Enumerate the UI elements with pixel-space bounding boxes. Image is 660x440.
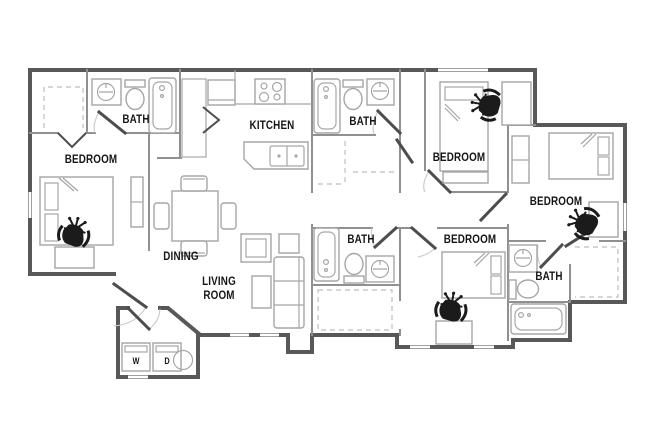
closet-hall-a <box>318 141 346 185</box>
window-icon <box>474 344 494 350</box>
bath-bottom-right-fixtures <box>508 244 567 335</box>
sink-icon <box>91 78 122 106</box>
room-label-bath-top-middle: BATH <box>349 114 377 129</box>
washer-label: W <box>132 355 140 366</box>
water-heater-icon <box>172 349 194 371</box>
bath-top-left-fixtures <box>91 77 177 134</box>
room-label-bath-top-left: BATH <box>122 112 150 127</box>
pantry-bifold-door-icon <box>202 106 221 134</box>
armchair-icon <box>240 233 272 263</box>
bedroom-top-right-furniture <box>439 81 532 184</box>
dining-table-icon <box>153 175 237 257</box>
side-table-icon <box>278 233 300 254</box>
sink-icon <box>366 78 395 106</box>
room-label-bedroom-bottom: BEDROOM <box>443 232 497 247</box>
bath-door-icon <box>372 108 403 136</box>
room-label-dining: DINING <box>163 249 199 264</box>
room-label-living-room: LIVING ROOM <box>202 274 236 302</box>
stove-icon <box>254 78 286 105</box>
bath-door-icon <box>536 242 565 270</box>
bedroom-bottom-furniture <box>432 251 506 345</box>
toilet-icon <box>343 252 365 284</box>
bathtub-icon <box>313 227 340 282</box>
sofa-icon <box>273 256 305 329</box>
bathtub-icon <box>313 78 341 134</box>
room-label-kitchen: KITCHEN <box>249 118 295 133</box>
closet-bifold-door-icon <box>57 132 87 149</box>
bath-door-icon <box>93 109 128 136</box>
laundry-door-icon <box>125 305 161 332</box>
toilet-icon <box>508 279 540 300</box>
room-label-bedroom-right: BEDROOM <box>529 194 583 209</box>
window-icon <box>230 332 249 338</box>
laundry-fixtures <box>121 342 194 372</box>
room-label-bedroom-left: BEDROOM <box>64 152 118 167</box>
windows <box>27 67 628 380</box>
bedroom-left-furniture <box>39 176 144 269</box>
window-icon <box>410 344 430 350</box>
bedroom-right-furniture <box>511 132 619 244</box>
dryer-label: D <box>164 355 170 366</box>
washer-icon <box>121 342 151 372</box>
window-icon <box>27 192 33 218</box>
closet-top-left <box>43 86 84 128</box>
dining-furniture <box>153 175 237 257</box>
bed-icon <box>439 81 489 172</box>
bedroom-door-icon <box>423 168 453 195</box>
bedroom-door-icon <box>409 225 438 258</box>
desk-icon <box>54 246 95 269</box>
bath-middle-fixtures <box>313 227 395 284</box>
bathtub-icon <box>510 303 567 335</box>
bed-icon <box>548 132 614 180</box>
bath-door-icon <box>370 225 399 250</box>
closets <box>43 78 619 331</box>
window-icon <box>622 203 628 231</box>
room-label-bath-middle: BATH <box>347 232 375 247</box>
desk-icon <box>501 81 532 126</box>
dresser-icon <box>442 171 489 184</box>
window-icon <box>260 332 279 338</box>
sink-icon <box>508 244 538 273</box>
dryer-icon <box>152 342 182 372</box>
bathtub-icon <box>148 77 177 134</box>
hall-door-icon <box>478 191 509 223</box>
kitchen-fixtures <box>207 70 312 170</box>
toilet-icon <box>124 79 146 111</box>
window-icon <box>438 67 488 73</box>
desk-icon <box>435 320 473 345</box>
bed-icon <box>441 251 506 299</box>
room-label-bedroom-top-right: BEDROOM <box>432 150 486 165</box>
room-label-bath-bottom-right: BATH <box>535 269 563 284</box>
bath-top-middle-fixtures <box>313 78 395 134</box>
coffee-table-icon <box>251 275 272 309</box>
walk-in-closet <box>575 246 619 298</box>
window-icon <box>128 374 148 380</box>
kitchen-island-sink-icon <box>243 141 309 170</box>
dresser-icon <box>511 135 530 184</box>
toilet-icon <box>342 79 364 111</box>
sink-icon <box>365 255 395 283</box>
entry-door-icon <box>111 281 149 327</box>
wardrobe-icon <box>130 176 144 228</box>
pantry-closet <box>181 78 207 158</box>
living-room-furniture <box>240 233 305 329</box>
closet-lower <box>317 289 393 331</box>
refrigerator-icon <box>207 79 236 106</box>
hall-door-icon <box>394 137 415 165</box>
